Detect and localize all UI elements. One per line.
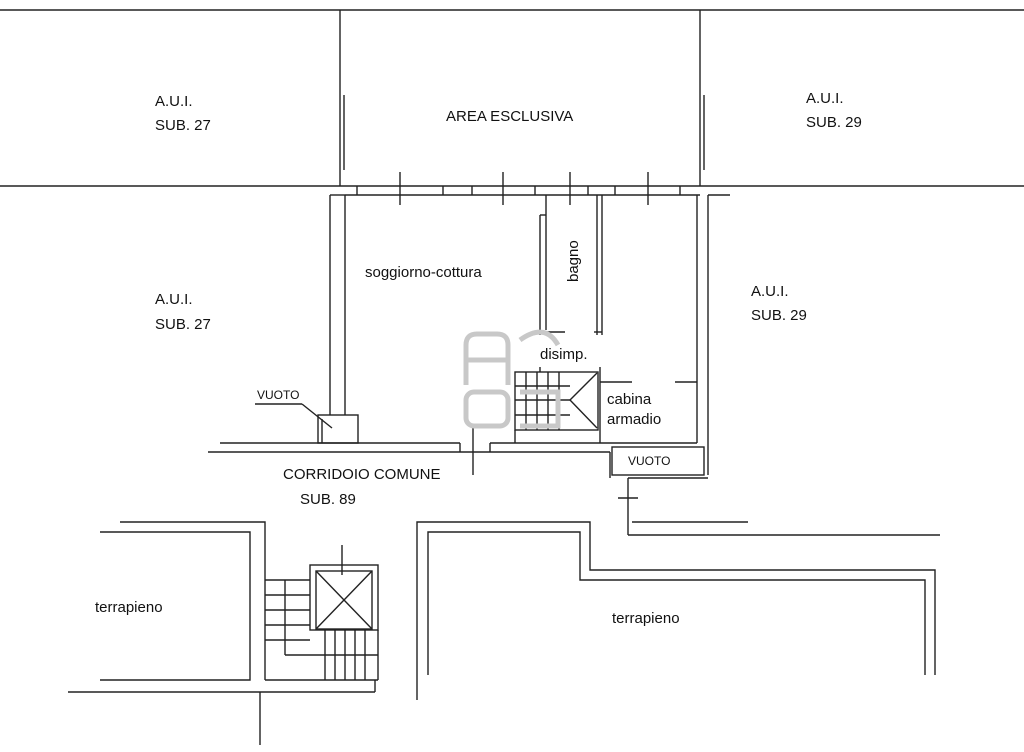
soggiorno-cottura-label: soggiorno-cottura — [365, 264, 482, 281]
vuoto-right-label: VUOTO — [628, 454, 670, 468]
armadio-label: armadio — [607, 411, 661, 428]
cabina-label: cabina — [607, 391, 652, 408]
vuoto-left-label: VUOTO — [257, 388, 299, 402]
corridoio-sub-label: SUB. 89 — [300, 491, 356, 508]
aui-sub27-mid-sub: SUB. 27 — [155, 316, 211, 333]
aui-sub27-mid-label: A.U.I. — [155, 291, 193, 308]
walls — [0, 9, 1024, 745]
corridoio-comune-label: CORRIDOIO COMUNE — [283, 466, 441, 483]
watermark — [463, 329, 561, 429]
aui-sub29-mid-sub: SUB. 29 — [751, 307, 807, 324]
aui-sub29-top-label: A.U.I. — [806, 90, 844, 107]
aui-sub29-top-sub: SUB. 29 — [806, 114, 862, 131]
terrapieno-left-label: terrapieno — [95, 599, 163, 616]
disimpegno-label: disimp. — [540, 346, 588, 363]
bagno-label: bagno — [565, 240, 582, 282]
terrapieno-right-label: terrapieno — [612, 610, 680, 627]
aui-sub27-top-label: A.U.I. — [155, 93, 193, 110]
room-labels: A.U.I. SUB. 27 AREA ESCLUSIVA A.U.I. SUB… — [95, 90, 862, 627]
aui-sub27-top-sub: SUB. 27 — [155, 117, 211, 134]
area-esclusiva-label: AREA ESCLUSIVA — [446, 108, 573, 125]
aui-sub29-mid-label: A.U.I. — [751, 283, 789, 300]
